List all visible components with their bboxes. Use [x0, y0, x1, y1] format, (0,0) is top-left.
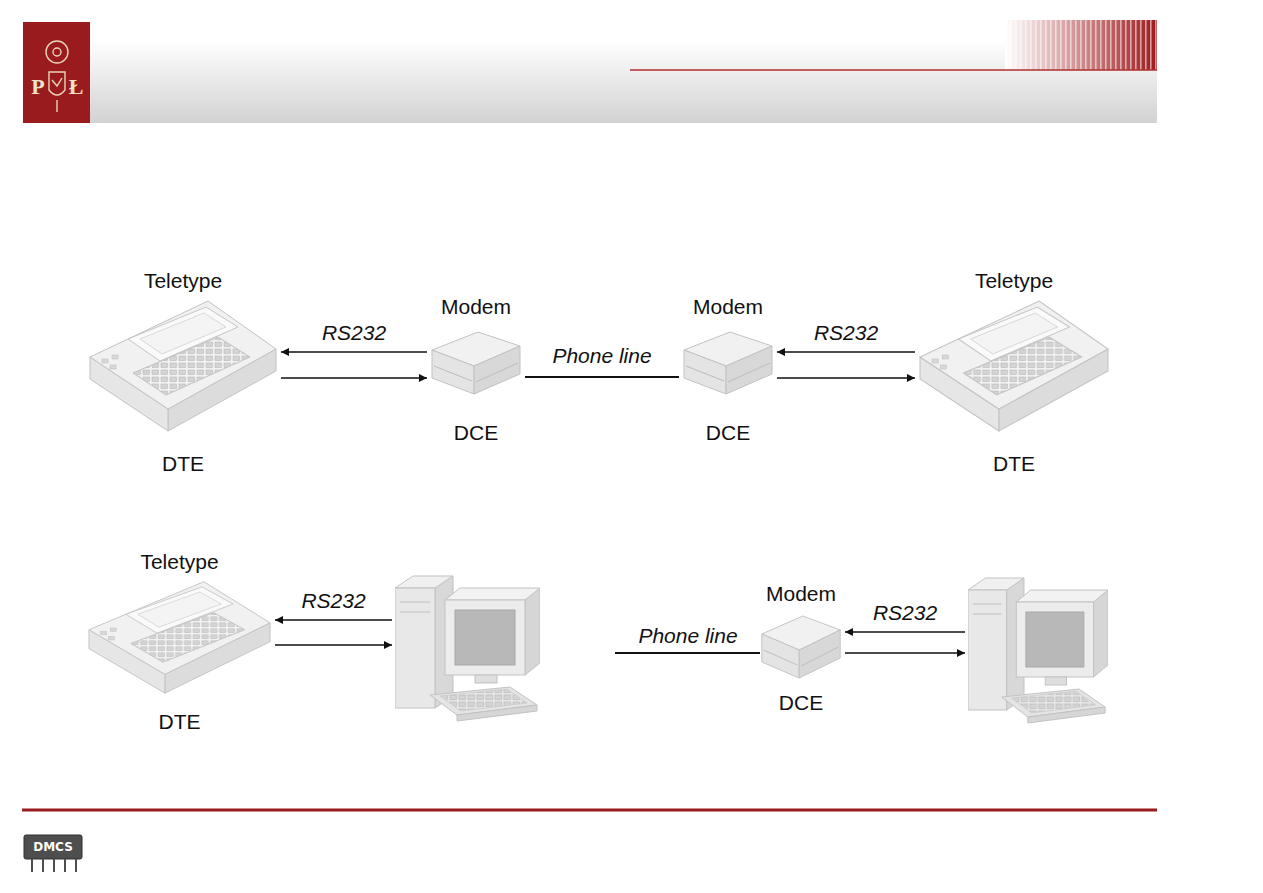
teletype-picture — [87, 580, 272, 700]
device-name: Modem — [766, 581, 836, 606]
computer-picture — [968, 570, 1108, 730]
device-role: DCE — [706, 420, 750, 445]
logo-text: DMCS — [33, 840, 73, 854]
chip-pins — [32, 859, 76, 872]
device-role: DTE — [159, 709, 201, 734]
computer — [968, 570, 1108, 730]
device-role: DTE — [993, 451, 1035, 476]
teletype-picture — [88, 299, 278, 439]
signal-arrow — [275, 644, 392, 645]
computer-picture — [395, 568, 540, 728]
edge-label: Phone line — [552, 343, 651, 368]
teletype: TeletypeDTE — [87, 549, 272, 734]
modem: ModemDCE — [760, 581, 842, 715]
edge-label: RS232 — [873, 600, 937, 625]
signal-arrow — [845, 652, 965, 653]
device-name: Teletype — [144, 268, 222, 293]
chip-logo — [24, 835, 82, 859]
logo-letter: P — [31, 75, 44, 99]
device-name: Teletype — [140, 549, 218, 574]
computer — [395, 568, 540, 728]
signal-arrow — [845, 631, 965, 632]
logo-emblem — [46, 41, 68, 112]
logo-letter: Ł — [69, 75, 84, 99]
teletype-picture — [918, 299, 1110, 439]
device-role: DCE — [779, 690, 823, 715]
footer-rule — [22, 809, 1157, 812]
header-gradient-bar — [1005, 20, 1157, 70]
signal-arrow — [281, 351, 427, 352]
header-stripes — [1005, 20, 1157, 70]
teletype: TeletypeDTE — [88, 268, 278, 476]
edge-label: RS232 — [814, 320, 878, 345]
modem: ModemDCE — [682, 294, 774, 445]
edge-label: RS232 — [322, 320, 386, 345]
signal-arrow — [281, 377, 427, 378]
modem-picture — [760, 612, 842, 682]
modem: ModemDCE — [430, 294, 522, 445]
device-name: Teletype — [975, 268, 1053, 293]
signal-arrow — [777, 351, 915, 352]
teletype: TeletypeDTE — [918, 268, 1110, 476]
device-name: Modem — [441, 294, 511, 319]
phone-line — [615, 652, 760, 654]
line-label: Phone line — [638, 623, 737, 648]
modem-picture — [682, 328, 774, 398]
edge-label: RS232 — [301, 588, 365, 613]
logo-square — [23, 22, 90, 123]
device-role: DCE — [454, 420, 498, 445]
header-band — [90, 40, 1157, 123]
device-name: Modem — [693, 294, 763, 319]
signal-arrow — [777, 377, 915, 378]
modem-picture — [430, 328, 522, 398]
signal-arrow — [275, 619, 392, 620]
device-role: DTE — [162, 451, 204, 476]
header-rule — [630, 69, 1157, 71]
phone-line — [525, 376, 679, 378]
